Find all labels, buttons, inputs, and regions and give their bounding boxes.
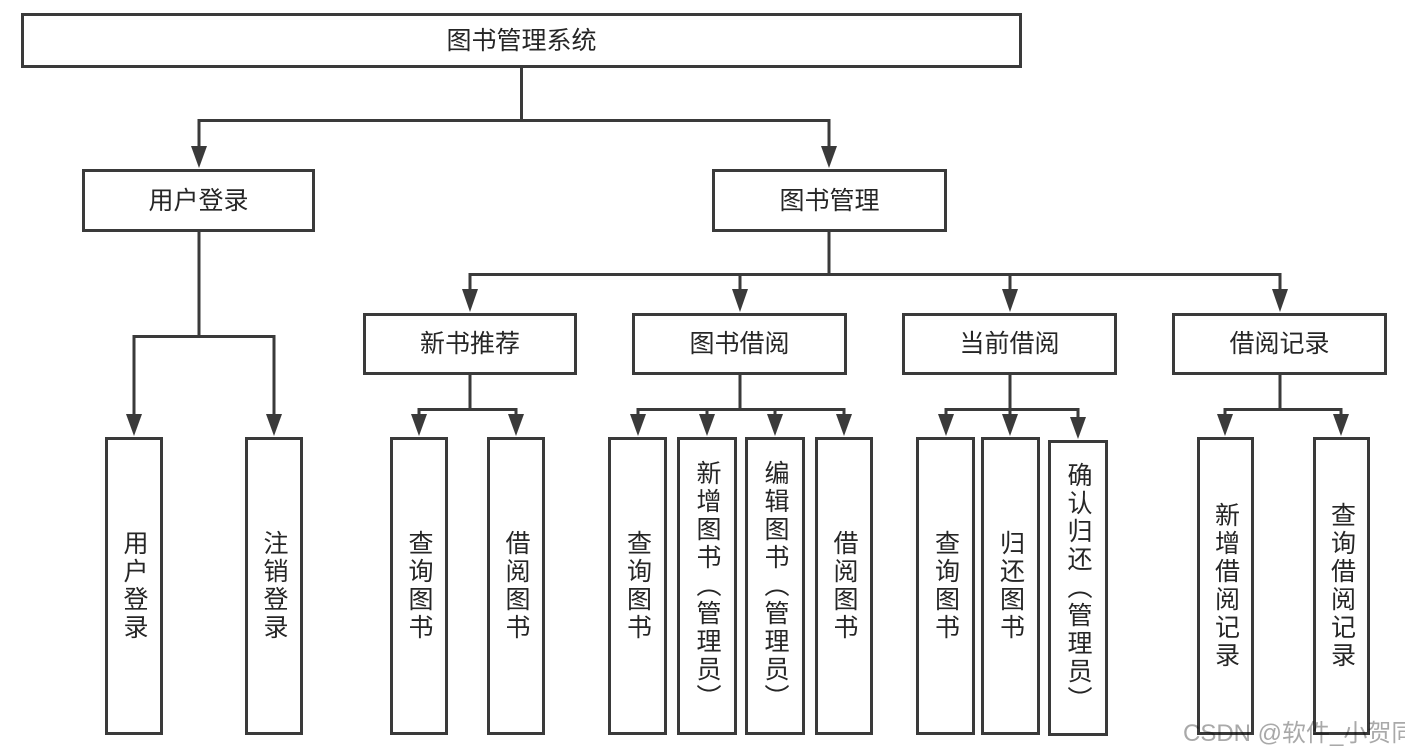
- arrowhead-cb1: [938, 414, 954, 436]
- arrowhead-leaf-logout: [266, 414, 282, 436]
- arrowhead-borrow-record: [1272, 289, 1288, 312]
- leaf-edit-books-admin: 编辑图书（管理员）: [745, 437, 805, 735]
- arrowhead-book-mgmt: [821, 146, 837, 168]
- node-book-borrow: 图书借阅: [632, 313, 847, 375]
- leaf-logout-label: 注销登录: [260, 530, 288, 642]
- leaf-query-books-newbook-label: 查询图书: [405, 530, 433, 642]
- arrowhead-book-borrow: [732, 289, 748, 312]
- node-current-borrow: 当前借阅: [902, 313, 1117, 375]
- leaf-query-books-borrow-label: 查询图书: [623, 530, 652, 642]
- node-borrow-record: 借阅记录: [1172, 313, 1387, 375]
- leaf-query-borrow-record-label: 查询借阅记录: [1327, 502, 1356, 670]
- node-new-book-recommend-label: 新书推荐: [419, 330, 520, 358]
- leaf-borrow-books-newbook-label: 借阅图书: [502, 530, 530, 642]
- leaf-add-borrow-record: 新增借阅记录: [1197, 437, 1254, 735]
- arrowhead-br1: [1217, 414, 1233, 436]
- arrowhead-bb1: [630, 414, 646, 436]
- leaf-query-books-newbook: 查询图书: [390, 437, 448, 735]
- arrowhead-nb1: [411, 414, 427, 436]
- csdn-watermark: CSDN @软件_小贺同学: [1183, 720, 1405, 747]
- node-user-login-label: 用户登录: [148, 186, 249, 215]
- node-new-book-recommend: 新书推荐: [363, 313, 577, 375]
- leaf-borrow-books-newbook: 借阅图书: [487, 437, 545, 735]
- leaf-add-books-admin-label: 新增图书（管理员）: [693, 460, 721, 712]
- arrowhead-cb3: [1070, 417, 1086, 439]
- arrowhead-leaf-login: [126, 414, 142, 436]
- arrowhead-nb2: [508, 414, 524, 436]
- leaf-return-books: 归还图书: [981, 437, 1040, 735]
- arrowhead-new-book: [462, 289, 478, 312]
- node-root-label: 图书管理系统: [446, 26, 597, 55]
- arrowhead-current-borrow: [1002, 289, 1018, 312]
- leaf-query-books-borrow: 查询图书: [608, 437, 667, 735]
- leaf-borrow-books-borrow: 借阅图书: [815, 437, 873, 735]
- arrowhead-cb2: [1002, 414, 1018, 436]
- leaf-user-login: 用户登录: [105, 437, 163, 735]
- node-book-management-label: 图书管理: [779, 186, 880, 215]
- leaf-query-books-current-label: 查询图书: [931, 530, 960, 642]
- leaf-borrow-books-borrow-label: 借阅图书: [830, 530, 858, 642]
- node-root: 图书管理系统: [21, 13, 1022, 68]
- leaf-user-login-label: 用户登录: [120, 530, 148, 642]
- node-borrow-record-label: 借阅记录: [1229, 330, 1330, 358]
- leaf-query-books-current: 查询图书: [916, 437, 975, 735]
- leaf-add-borrow-record-label: 新增借阅记录: [1211, 502, 1240, 670]
- arrowhead-br2: [1333, 414, 1349, 436]
- leaf-logout: 注销登录: [245, 437, 303, 735]
- leaf-return-books-label: 归还图书: [996, 530, 1025, 642]
- leaf-edit-books-admin-label: 编辑图书（管理员）: [761, 460, 789, 712]
- leaf-add-books-admin: 新增图书（管理员）: [677, 437, 737, 735]
- node-current-borrow-label: 当前借阅: [959, 330, 1060, 358]
- arrowhead-bb4: [836, 414, 852, 436]
- node-user-login: 用户登录: [82, 169, 315, 232]
- arrowhead-bb2: [699, 414, 715, 436]
- arrowhead-user-login: [191, 146, 207, 168]
- leaf-confirm-return-admin-label: 确认归还（管理员）: [1064, 462, 1092, 714]
- arrowhead-bb3: [767, 414, 783, 436]
- leaf-query-borrow-record: 查询借阅记录: [1313, 437, 1370, 735]
- node-book-borrow-label: 图书借阅: [689, 330, 790, 358]
- node-book-management: 图书管理: [712, 169, 947, 232]
- leaf-confirm-return-admin: 确认归还（管理员）: [1048, 440, 1108, 736]
